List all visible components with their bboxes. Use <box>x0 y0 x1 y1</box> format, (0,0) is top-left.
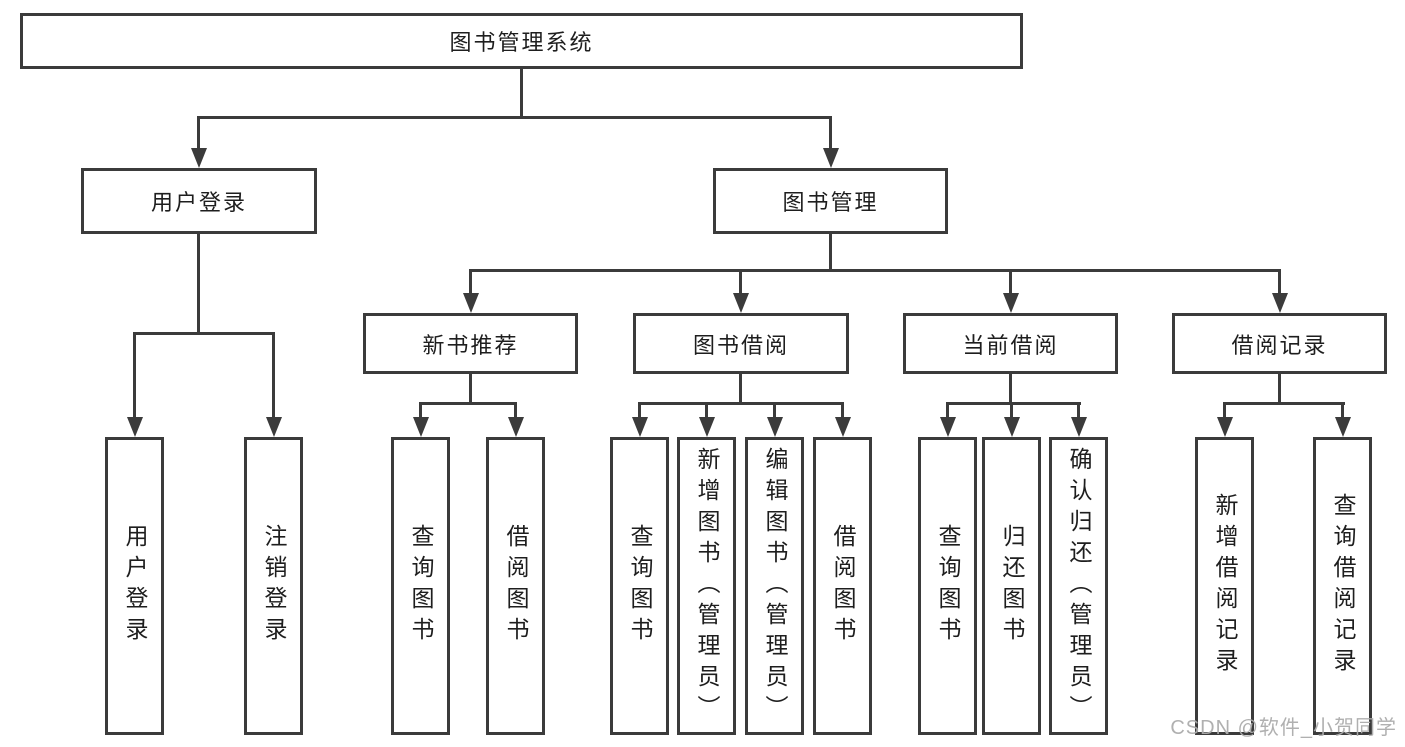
connector-line <box>469 269 1281 272</box>
node-current-borrow-label: 当前借阅 <box>962 332 1059 358</box>
leaf-logout: 注销登录 <box>244 437 303 735</box>
connector-line <box>419 402 422 420</box>
connector-line <box>469 372 472 405</box>
connector-line <box>197 116 200 152</box>
connector-line <box>272 332 275 420</box>
connector-line <box>946 402 1081 405</box>
connector-line <box>469 269 472 297</box>
connector-arrowhead <box>1217 417 1233 437</box>
leaf-borrow-add-book: 新增图书（管理员） <box>677 437 736 735</box>
leaf-current-confirm-return: 确认归还（管理员） <box>1049 437 1108 735</box>
connector-arrowhead <box>823 148 839 168</box>
leaf-current-return-label: 归还图书 <box>999 524 1025 648</box>
node-user-login-label: 用户登录 <box>150 190 247 215</box>
node-root-label: 图书管理系统 <box>449 30 594 55</box>
leaf-current-query: 查询图书 <box>918 437 977 735</box>
leaf-newbook-query: 查询图书 <box>391 437 450 735</box>
leaf-user-login: 用户登录 <box>105 437 164 735</box>
leaf-current-confirm-return-label: 确认归还（管理员） <box>1066 446 1092 726</box>
connector-arrowhead <box>266 417 282 437</box>
leaf-current-query-label: 查询图书 <box>935 524 961 648</box>
leaf-borrow-query-label: 查询图书 <box>627 524 653 648</box>
node-user-login: 用户登录 <box>81 168 317 234</box>
leaf-borrow-book-label: 借阅图书 <box>830 524 856 648</box>
connector-arrowhead <box>508 417 524 437</box>
connector-line <box>638 402 843 405</box>
connector-line <box>1077 402 1080 420</box>
connector-line <box>197 232 200 335</box>
leaf-user-login-label: 用户登录 <box>122 524 148 648</box>
node-new-book-recommend-label: 新书推荐 <box>422 332 519 358</box>
connector-line <box>419 402 517 405</box>
leaf-borrow-edit-book-label: 编辑图书（管理员） <box>762 446 788 726</box>
connector-arrowhead <box>632 417 648 437</box>
connector-arrowhead <box>1335 417 1351 437</box>
connector-line <box>841 402 844 420</box>
connector-line <box>1223 402 1226 420</box>
leaf-record-add-label: 新增借阅记录 <box>1212 493 1238 679</box>
connector-arrowhead <box>463 293 479 313</box>
leaf-record-add: 新增借阅记录 <box>1195 437 1254 735</box>
connector-arrowhead <box>1272 293 1288 313</box>
node-root: 图书管理系统 <box>20 13 1023 69</box>
connector-arrowhead <box>699 417 715 437</box>
connector-line <box>1223 402 1345 405</box>
connector-line <box>829 116 832 152</box>
connector-arrowhead <box>1071 417 1087 437</box>
connector-line <box>638 402 641 420</box>
node-borrow-records: 借阅记录 <box>1172 313 1387 374</box>
connector-arrowhead <box>413 417 429 437</box>
leaf-borrow-edit-book: 编辑图书（管理员） <box>745 437 804 735</box>
leaf-newbook-borrow-label: 借阅图书 <box>503 524 529 648</box>
connector-line <box>133 332 275 335</box>
connector-arrowhead <box>940 417 956 437</box>
connector-line <box>705 402 708 420</box>
connector-line <box>197 116 832 119</box>
leaf-record-query-label: 查询借阅记录 <box>1330 493 1356 679</box>
connector-line <box>1010 402 1013 420</box>
connector-arrowhead <box>835 417 851 437</box>
connector-line <box>520 66 523 119</box>
leaf-record-query: 查询借阅记录 <box>1313 437 1372 735</box>
leaf-logout-label: 注销登录 <box>261 524 287 648</box>
leaf-borrow-book: 借阅图书 <box>813 437 872 735</box>
connector-line <box>133 332 136 420</box>
connector-line <box>773 402 776 420</box>
node-book-borrow: 图书借阅 <box>633 313 849 374</box>
node-book-management: 图书管理 <box>713 168 948 234</box>
connector-line <box>1009 269 1012 297</box>
leaf-borrow-query: 查询图书 <box>610 437 669 735</box>
leaf-borrow-add-book-label: 新增图书（管理员） <box>694 446 720 726</box>
node-current-borrow: 当前借阅 <box>903 313 1118 374</box>
connector-line <box>1278 372 1281 405</box>
connector-arrowhead <box>127 417 143 437</box>
connector-line <box>739 269 742 297</box>
connector-line <box>1009 372 1012 405</box>
connector-line <box>739 372 742 405</box>
node-book-borrow-label: 图书借阅 <box>692 332 789 358</box>
leaf-newbook-borrow: 借阅图书 <box>486 437 545 735</box>
node-borrow-records-label: 借阅记录 <box>1231 332 1328 358</box>
connector-line <box>946 402 949 420</box>
connector-arrowhead <box>1004 417 1020 437</box>
leaf-current-return: 归还图书 <box>982 437 1041 735</box>
connector-line <box>829 232 832 272</box>
connector-line <box>1341 402 1344 420</box>
connector-arrowhead <box>733 293 749 313</box>
leaf-newbook-query-label: 查询图书 <box>408 524 434 648</box>
node-new-book-recommend: 新书推荐 <box>363 313 578 374</box>
watermark: CSDN @软件_小贺同学 <box>1170 717 1397 739</box>
connector-arrowhead <box>191 148 207 168</box>
connector-line <box>514 402 517 420</box>
connector-arrowhead <box>767 417 783 437</box>
connector-line <box>1278 269 1281 297</box>
node-book-management-label: 图书管理 <box>782 190 879 215</box>
connector-arrowhead <box>1003 293 1019 313</box>
